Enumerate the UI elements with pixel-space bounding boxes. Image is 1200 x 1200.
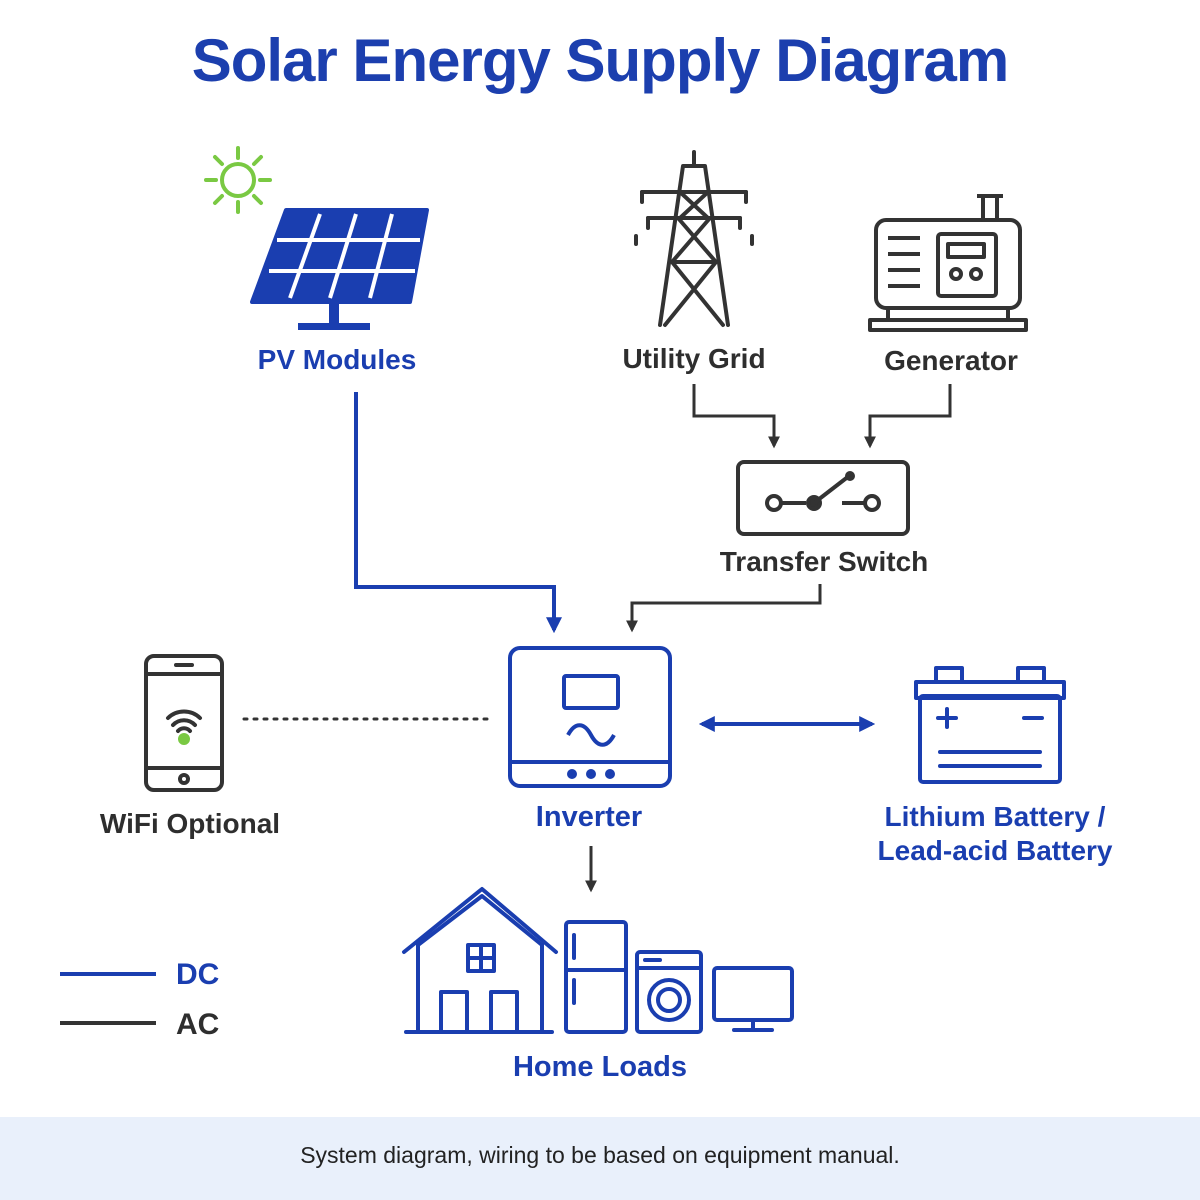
transfer-switch-label: Transfer Switch bbox=[719, 546, 929, 577]
house-icon bbox=[402, 887, 558, 1034]
monitor-icon bbox=[712, 966, 794, 1032]
battery-icon bbox=[914, 666, 1066, 784]
pv-to-inverter-line bbox=[354, 392, 562, 634]
battery-label: Lithium Battery / Lead-acid Battery bbox=[850, 800, 1140, 868]
inverter-label: Inverter bbox=[535, 801, 643, 833]
footer-bar: System diagram, wiring to be based on eq… bbox=[0, 1117, 1200, 1200]
switch-icon bbox=[736, 460, 910, 536]
phone-wifi-icon bbox=[144, 654, 224, 792]
pv-modules-label: PV Modules bbox=[257, 344, 417, 375]
grid-to-switch-line bbox=[692, 384, 780, 449]
battery-label-line-2: Lead-acid Battery bbox=[877, 835, 1113, 866]
legend-ac-label: AC bbox=[176, 1008, 220, 1041]
page-title: Solar Energy Supply Diagram bbox=[191, 27, 1010, 94]
wifi-optional-label: WiFi Optional bbox=[99, 808, 281, 839]
sun-icon bbox=[204, 146, 272, 214]
fridge-icon bbox=[564, 920, 628, 1034]
legend-dc-label: DC bbox=[176, 958, 220, 991]
home-loads-label: Home Loads bbox=[512, 1051, 688, 1083]
washer-icon bbox=[635, 950, 703, 1034]
utility-grid-label: Utility Grid bbox=[622, 343, 766, 374]
battery-label-line-1: Lithium Battery / bbox=[884, 801, 1106, 832]
pylon-icon bbox=[634, 150, 754, 327]
switch-to-inverter-line bbox=[626, 584, 822, 633]
generator-label: Generator bbox=[884, 345, 1018, 376]
solar-panel-icon bbox=[250, 208, 429, 330]
generator-icon bbox=[868, 194, 1028, 332]
generator-to-switch-line bbox=[864, 384, 952, 449]
inverter-icon bbox=[508, 646, 672, 788]
footer-note: System diagram, wiring to be based on eq… bbox=[300, 1142, 900, 1168]
